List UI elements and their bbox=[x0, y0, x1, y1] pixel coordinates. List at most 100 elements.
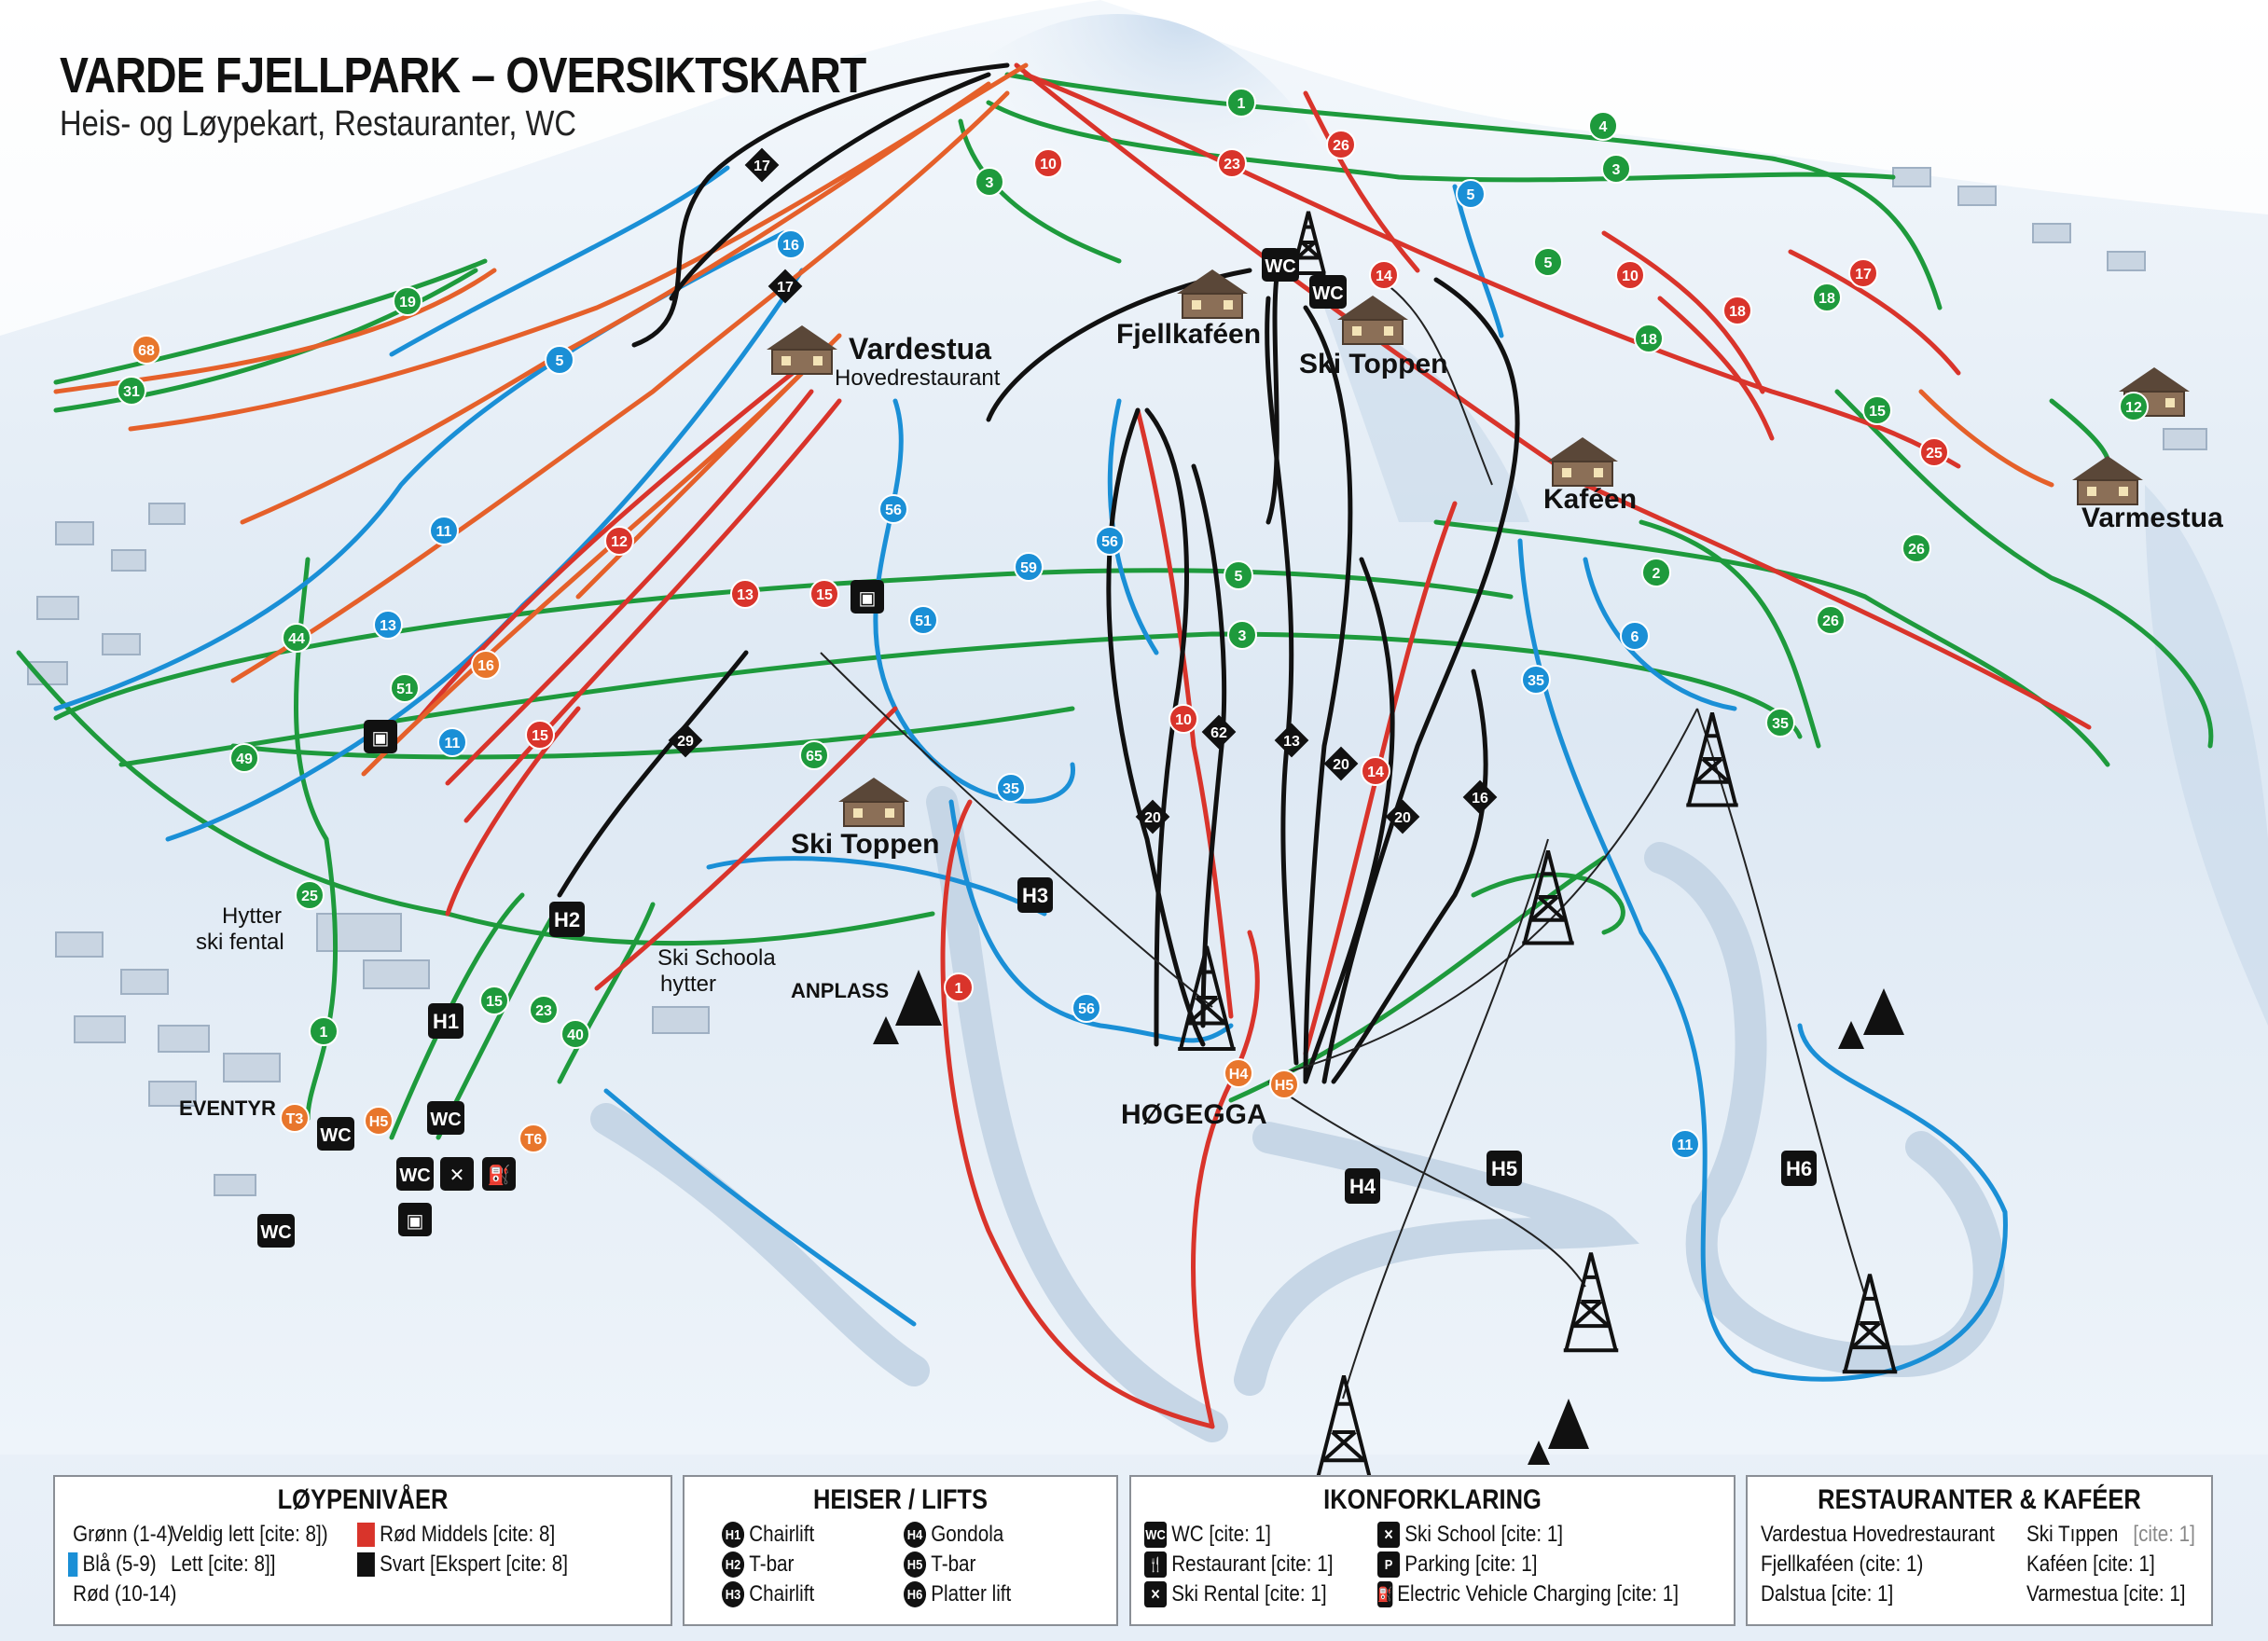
trail-badge-orange[interactable]: T3 bbox=[280, 1103, 310, 1133]
trail-badge-red[interactable]: 23 bbox=[1217, 148, 1247, 178]
trail-badge-orange[interactable]: T6 bbox=[519, 1124, 548, 1153]
lift-badge-h4[interactable]: H4 bbox=[1345, 1168, 1380, 1204]
tree-icon bbox=[1838, 988, 1904, 1049]
trail-badge-green[interactable]: 2 bbox=[1641, 558, 1671, 587]
trail-badge-blue[interactable]: 13 bbox=[373, 610, 403, 640]
trail-badge-black[interactable]: 13 bbox=[1274, 723, 1309, 758]
trail-badge-green[interactable]: 5 bbox=[1533, 247, 1563, 277]
trail-badge-green[interactable]: 1 bbox=[1226, 88, 1256, 117]
trail-number: 23 bbox=[1224, 157, 1240, 172]
lodge-icon[interactable] bbox=[1337, 296, 1408, 345]
trail-badge-red[interactable]: 15 bbox=[525, 720, 555, 750]
trail-badge-red[interactable]: 10 bbox=[1033, 148, 1063, 178]
trail-badge-red[interactable]: 14 bbox=[1369, 260, 1399, 290]
wc-text: WC bbox=[430, 1110, 461, 1130]
trail-badge-red[interactable]: 12 bbox=[604, 526, 634, 556]
trail-badge-green[interactable]: 31 bbox=[117, 376, 146, 406]
circle-marker bbox=[1226, 88, 1256, 117]
trail-badge-red[interactable]: 14 bbox=[1361, 756, 1390, 786]
lodge-icon[interactable] bbox=[1547, 437, 1618, 487]
trail-badge-red[interactable]: 18 bbox=[1722, 296, 1752, 325]
wc-icon[interactable]: WC bbox=[317, 1117, 354, 1151]
trail-badge-green[interactable]: 5 bbox=[1224, 560, 1253, 590]
trail-badge-orange[interactable]: H4 bbox=[1224, 1058, 1253, 1088]
trail-badge-red[interactable]: 26 bbox=[1326, 130, 1356, 159]
lift-badge-h1[interactable]: H1 bbox=[428, 1003, 463, 1039]
wc-icon[interactable]: WC bbox=[396, 1157, 434, 1191]
trail-badge-red[interactable]: 1 bbox=[944, 972, 974, 1002]
trail-badge-green[interactable]: 26 bbox=[1902, 533, 1931, 563]
trail-badge-blue[interactable]: 6 bbox=[1620, 621, 1650, 651]
lodge-icon[interactable] bbox=[767, 325, 837, 375]
circle-marker bbox=[996, 773, 1026, 803]
trail-badge-green[interactable]: 18 bbox=[1634, 324, 1664, 353]
trail-badge-blue[interactable]: 35 bbox=[996, 773, 1026, 803]
trail-badge-green[interactable]: 51 bbox=[390, 673, 420, 703]
trail-badge-green[interactable]: 15 bbox=[1862, 395, 1892, 425]
trail-badge-black[interactable]: 20 bbox=[1135, 799, 1170, 834]
lodge-icon[interactable] bbox=[1177, 269, 1248, 319]
trail-badge-blue[interactable]: 51 bbox=[908, 605, 938, 635]
trail-badge-green[interactable]: 15 bbox=[479, 986, 509, 1015]
trail-badge-green[interactable]: 49 bbox=[229, 743, 259, 773]
trail-badge-green[interactable]: 1 bbox=[309, 1016, 339, 1046]
trail-badge-green[interactable]: 65 bbox=[799, 740, 829, 770]
trail-badge-red[interactable]: 25 bbox=[1919, 437, 1949, 467]
trail-badge-green[interactable]: 25 bbox=[295, 880, 325, 910]
lift-badge-h6[interactable]: H6 bbox=[1781, 1151, 1817, 1186]
trail-badge-orange[interactable]: 16 bbox=[471, 650, 501, 680]
trail-badge-green[interactable]: 23 bbox=[529, 995, 559, 1025]
trail-badge-green[interactable]: 44 bbox=[282, 623, 311, 653]
trail-badge-green[interactable]: 19 bbox=[393, 286, 422, 316]
trail-badge-black[interactable]: 17 bbox=[768, 269, 803, 304]
trail-badge-green[interactable]: 18 bbox=[1812, 283, 1842, 312]
trail-badge-black[interactable]: 16 bbox=[1462, 779, 1498, 815]
trail-badge-red[interactable]: 17 bbox=[1848, 258, 1878, 288]
wc-icon[interactable]: WC bbox=[1309, 275, 1347, 309]
trail-badge-blue[interactable]: 5 bbox=[545, 345, 574, 375]
trail-badge-blue[interactable]: 56 bbox=[1095, 526, 1125, 556]
trail-badge-orange[interactable]: H5 bbox=[1269, 1069, 1299, 1099]
trail-badge-black[interactable]: 17 bbox=[744, 147, 780, 183]
circle-marker bbox=[525, 720, 555, 750]
trail-badge-red[interactable]: 10 bbox=[1169, 704, 1198, 734]
trail-badge-black[interactable]: 20 bbox=[1323, 746, 1359, 781]
trail-badge-blue[interactable]: 11 bbox=[437, 727, 467, 757]
trail-badge-red[interactable]: 10 bbox=[1615, 260, 1645, 290]
trail-badge-orange[interactable]: H5 bbox=[364, 1106, 394, 1136]
trail-badge-orange[interactable]: 68 bbox=[131, 335, 161, 365]
trail-badge-blue[interactable]: 16 bbox=[776, 229, 806, 259]
trail-badge-green[interactable]: 3 bbox=[1227, 620, 1257, 650]
trail-badge-green[interactable]: 40 bbox=[560, 1019, 590, 1049]
snow-tracks bbox=[590, 786, 2005, 1442]
trail-badge-red[interactable]: 15 bbox=[809, 579, 839, 609]
trail-badge-green[interactable]: 12 bbox=[2119, 392, 2149, 421]
trail-badge-black[interactable]: 62 bbox=[1201, 714, 1237, 750]
lift-badge-h5[interactable]: H5 bbox=[1487, 1151, 1522, 1186]
circle-marker bbox=[604, 526, 634, 556]
circle-marker bbox=[1269, 1069, 1299, 1099]
wc-icon[interactable]: WC bbox=[257, 1214, 295, 1248]
trail-badge-green[interactable]: 3 bbox=[975, 167, 1004, 197]
trail-badge-green[interactable]: 4 bbox=[1588, 111, 1618, 141]
trail-badge-blue[interactable]: 56 bbox=[1072, 993, 1101, 1023]
lift-badge-h3[interactable]: H3 bbox=[1017, 877, 1053, 913]
trail-badge-red[interactable]: 13 bbox=[730, 579, 760, 609]
wc-icon[interactable]: WC bbox=[427, 1101, 464, 1135]
icon-label: Electric Vehicle Charging [cite: 1] bbox=[1397, 1581, 1679, 1607]
trail-badge-black[interactable]: 29 bbox=[668, 723, 703, 758]
trail-badge-blue[interactable]: 5 bbox=[1456, 179, 1486, 209]
trail-badge-blue[interactable]: 11 bbox=[1670, 1129, 1700, 1159]
trail-badge-blue[interactable]: 35 bbox=[1521, 665, 1551, 695]
trail-badge-green[interactable]: 3 bbox=[1601, 154, 1631, 184]
trail-badge-green[interactable]: 26 bbox=[1816, 605, 1846, 635]
lodge-icon[interactable] bbox=[2072, 456, 2143, 505]
trail-badge-blue[interactable]: 11 bbox=[429, 516, 459, 545]
lift-badge-h2[interactable]: H2 bbox=[549, 902, 585, 937]
wc-icon[interactable]: WC bbox=[1262, 248, 1299, 282]
trail-badge-green[interactable]: 35 bbox=[1765, 708, 1795, 738]
trail-badge-blue[interactable]: 59 bbox=[1014, 552, 1044, 582]
trail-badge-black[interactable]: 20 bbox=[1385, 799, 1420, 834]
lodge-icon[interactable] bbox=[838, 778, 909, 827]
trail-badge-blue[interactable]: 56 bbox=[878, 494, 908, 524]
